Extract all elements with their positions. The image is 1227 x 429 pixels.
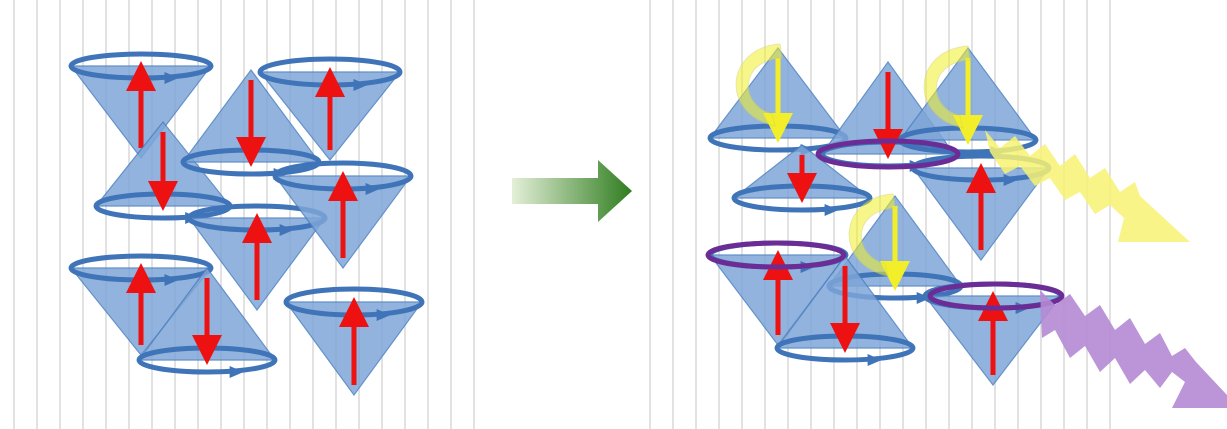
flip-arrow-icon (848, 193, 896, 277)
purple-emission-wave (1040, 290, 1227, 408)
precession-cone-icon (186, 203, 328, 312)
flipped-ring (927, 281, 1065, 311)
precession-cone-icon (774, 254, 916, 366)
precession-cone-icon (68, 51, 214, 159)
flip-arrow-icon (923, 45, 971, 129)
flip-arrow-icon (735, 43, 783, 127)
excited-state-panel (705, 43, 1065, 386)
flipped-ring (705, 240, 847, 270)
transition-arrow-icon (512, 160, 632, 222)
initial-state-panel (68, 51, 425, 397)
precession-cone-icon (257, 56, 403, 161)
wavy-emission-icon (985, 130, 1227, 408)
precession-cone-icon (136, 266, 278, 378)
precession-cone-icon (283, 286, 425, 397)
precession-cone-icon (707, 47, 849, 156)
precession-cone-icon (272, 160, 414, 270)
precession-cone-icon (731, 144, 873, 216)
flipped-ring (815, 138, 961, 170)
yellow-emission-wave (985, 130, 1190, 242)
